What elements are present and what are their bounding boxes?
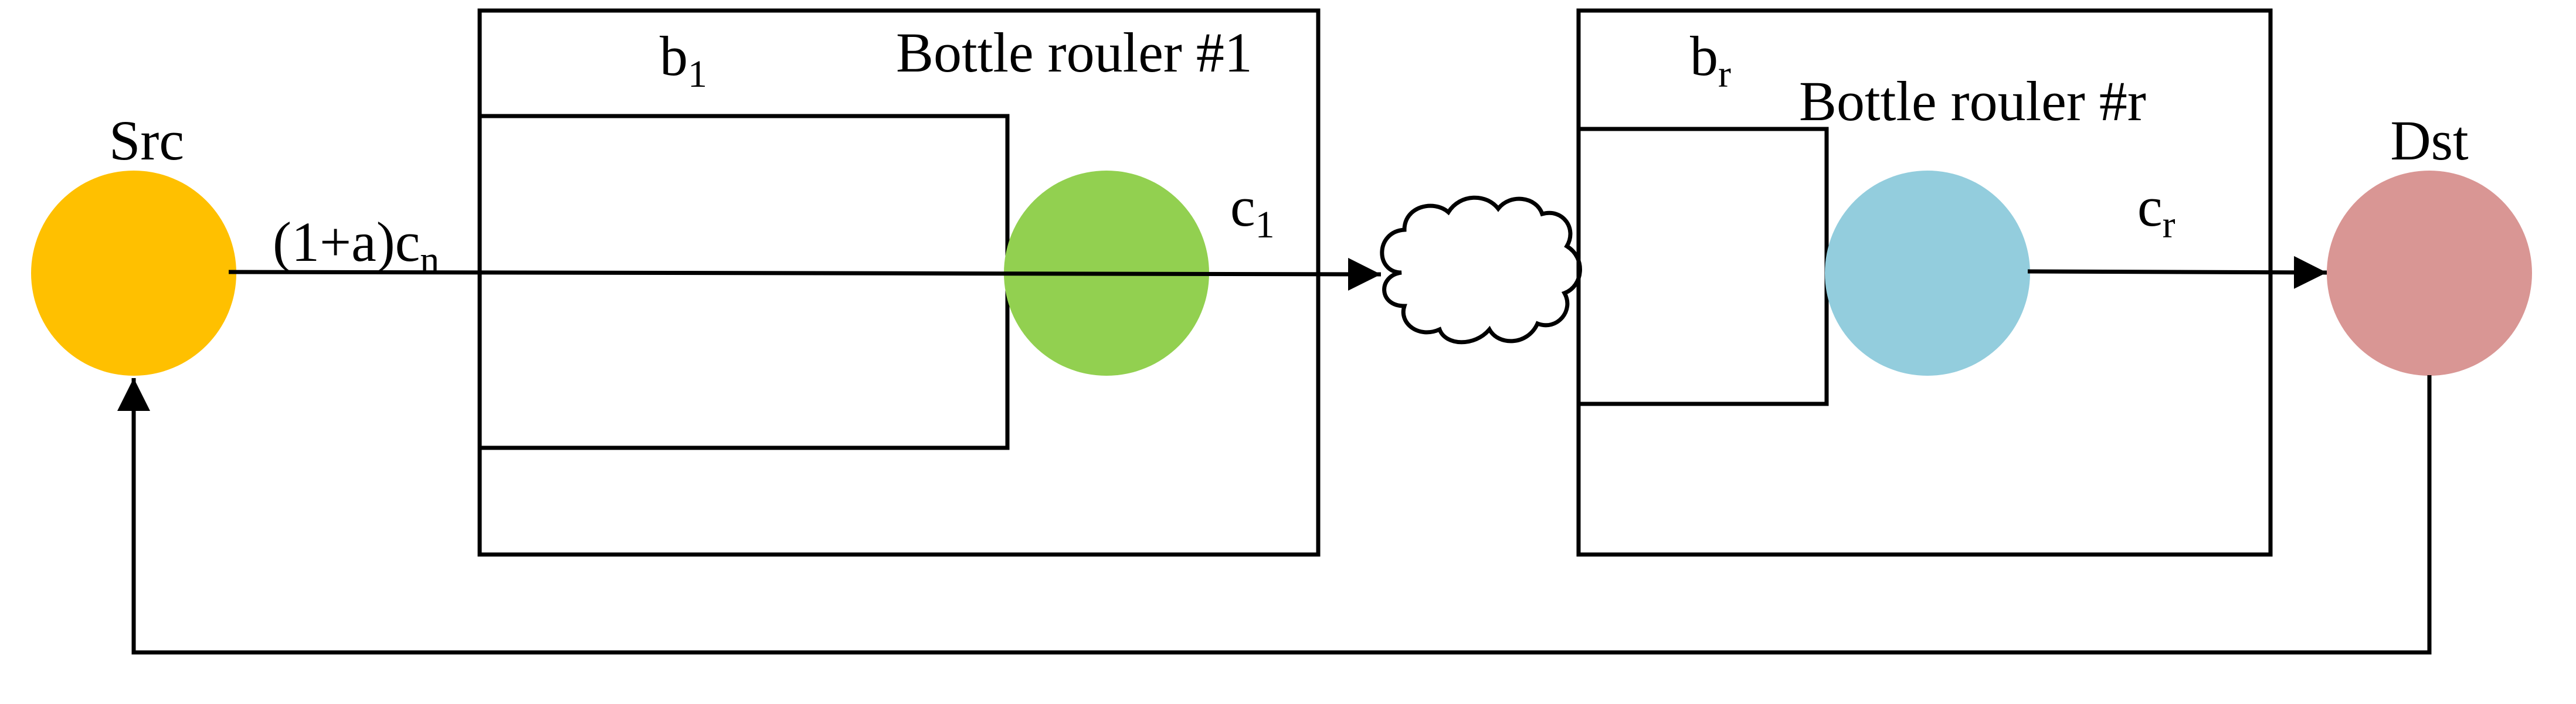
forward-path-to-cloud [228,257,1382,291]
feedback-path [117,375,2432,655]
src-label: Src [109,109,184,172]
dst-node [2327,171,2532,376]
forward-path-to-dst [2027,256,2327,289]
routerr-title: Bottle rouler #r [1799,70,2146,132]
router1-buffer-label: b1 [660,25,707,96]
cloud-icon [1380,195,1582,345]
routerr-buffer-label: br [1690,25,1731,96]
router1-capacity-label: c1 [1230,175,1275,246]
routerr-capacity-label: cr [2137,175,2175,246]
routerr-server [1825,171,2030,376]
router1-buffer [477,114,1010,450]
router1-title: Bottle rouler #1 [896,21,1253,84]
routerr-buffer [1576,127,1829,406]
dst-label: Dst [2390,109,2469,172]
src-node [31,171,236,376]
